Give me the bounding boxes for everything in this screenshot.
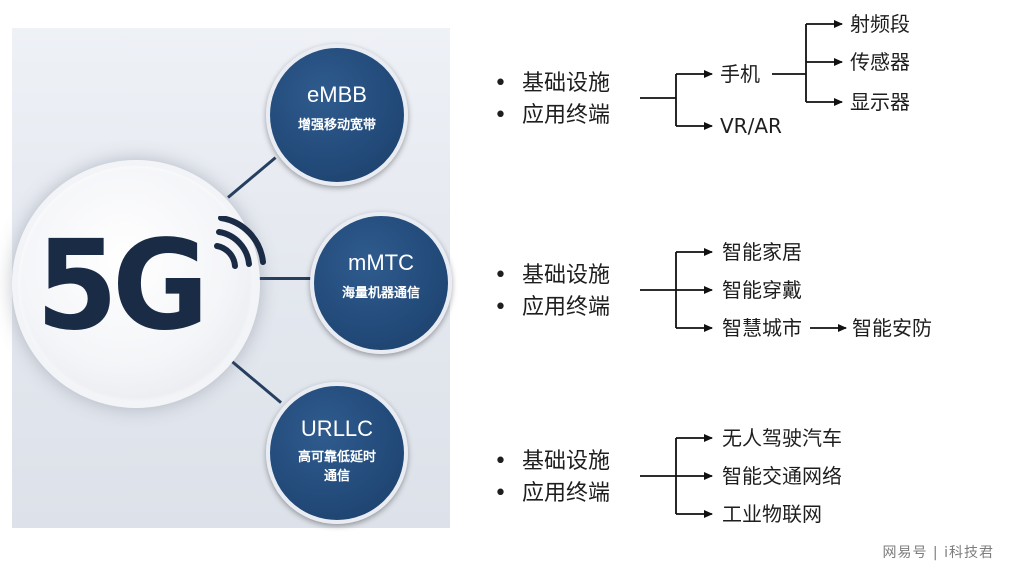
urllc-circle: URLLC 高可靠低延时 通信 [266, 382, 408, 524]
group1-bullets: 基础设施 应用终端 [494, 68, 610, 132]
urllc-subtitle-line-2: 通信 [323, 469, 350, 484]
g2-branch-wear: 智能穿戴 [722, 278, 802, 302]
group2-bullets: 基础设施 应用终端 [494, 260, 610, 324]
group3-bullet-terminal: 应用终端 [494, 478, 610, 510]
g2-branch-city: 智慧城市 [722, 316, 802, 340]
g2-chain-security: 智能安防 [852, 316, 932, 340]
embb-title: eMBB [307, 82, 367, 107]
g1-sub-display: 显示器 [850, 90, 910, 114]
5g-logo-circle: 5G [12, 160, 266, 408]
g1-sub-rf: 射频段 [850, 12, 910, 36]
mmtc-title: mMTC [348, 250, 414, 275]
group1-bullet-infrastructure: 基础设施 [494, 68, 610, 100]
mmtc-circle: mMTC 海量机器通信 [310, 212, 452, 354]
group2-bullet-infrastructure: 基础设施 [494, 260, 610, 292]
mmtc-subtitle: 海量机器通信 [341, 286, 420, 301]
g1-branch-phone: 手机 [720, 62, 760, 86]
embb-circle: eMBB 增强移动宽带 [266, 44, 408, 186]
5g-logo-text: 5G [36, 212, 209, 358]
g3-branch-traffic: 智能交通网络 [722, 464, 842, 488]
g2-branch-home: 智能家居 [722, 240, 802, 264]
wireless-signal-icon [214, 216, 266, 269]
embb-subtitle: 增强移动宽带 [297, 118, 376, 133]
group1-bullet-terminal: 应用终端 [494, 100, 610, 132]
group3-bullets: 基础设施 应用终端 [494, 446, 610, 510]
g3-branch-iiot: 工业物联网 [722, 502, 822, 526]
g1-sub-sensor: 传感器 [850, 50, 910, 74]
group3-bullet-infrastructure: 基础设施 [494, 446, 610, 478]
g1-branch-vrar: VR/AR [720, 114, 782, 138]
urllc-subtitle: 高可靠低延时 通信 [270, 448, 404, 486]
watermark: 网易号 | i科技君 [882, 545, 994, 561]
group2-bullet-terminal: 应用终端 [494, 292, 610, 324]
urllc-title: URLLC [300, 416, 374, 441]
urllc-subtitle-line-1: 高可靠低延时 [297, 450, 376, 465]
g3-branch-autonomous: 无人驾驶汽车 [722, 426, 842, 450]
connector-mmtc [252, 277, 312, 280]
